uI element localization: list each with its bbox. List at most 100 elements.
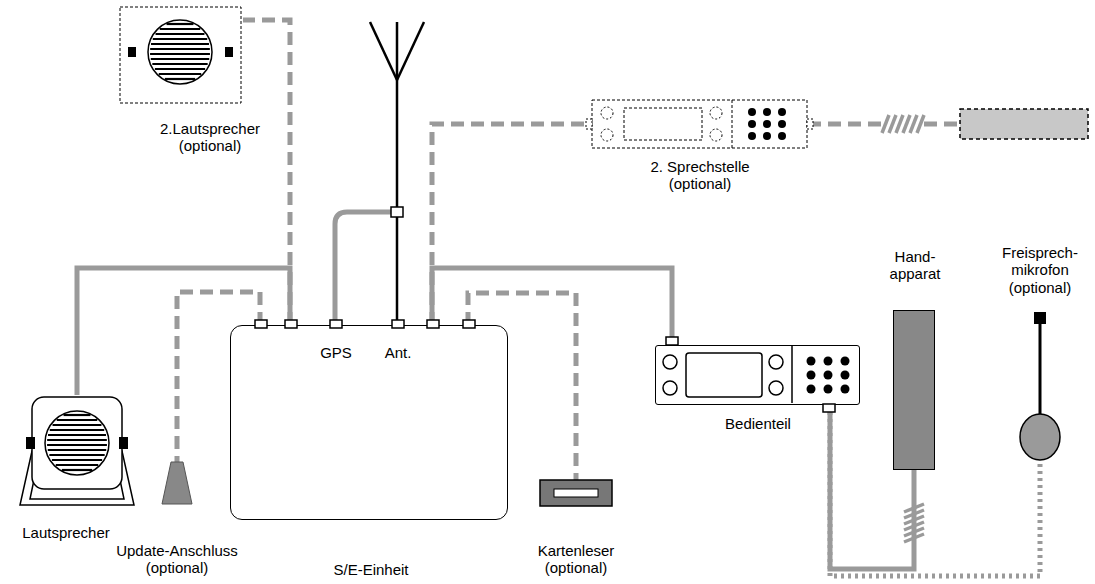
- port: [330, 320, 342, 328]
- speaker-grille: [57, 419, 97, 421]
- speaker-icon: 2.Lautsprecher (optional): [118, 5, 243, 105]
- update-port-icon: Update-Anschluss (optional): [162, 462, 192, 504]
- node-label: Hand- apparat: [879, 248, 951, 283]
- mount-tab: [26, 437, 35, 449]
- node-label: Lautsprecher: [10, 524, 122, 541]
- speaker-grille: [56, 464, 98, 466]
- knob: [769, 381, 783, 395]
- speaker-grille: [48, 449, 106, 451]
- cable-coil: [917, 115, 924, 133]
- key: [807, 385, 816, 394]
- speaker-grille: [153, 38, 207, 40]
- node-art: [18, 395, 136, 507]
- key: [824, 371, 833, 380]
- display: [624, 108, 702, 140]
- node-label: 2. Sprechstelle (optional): [636, 158, 764, 193]
- card-reader-icon: Kartenleser (optional): [540, 480, 612, 506]
- handset-cable: [808, 122, 882, 127]
- dashed-housing: [592, 100, 807, 148]
- cable-coil: [889, 115, 896, 133]
- speaker-grille: [156, 33, 205, 35]
- key: [807, 371, 816, 380]
- key: [748, 132, 756, 140]
- key: [778, 120, 786, 128]
- antenna-prong: [370, 22, 397, 80]
- speaker-grille: [64, 414, 91, 416]
- node-label: Freisprech- mikrofon (optional): [994, 244, 1086, 296]
- cable-coil: [910, 115, 917, 133]
- mount-tab: [128, 47, 136, 57]
- speaker-grille: [150, 48, 210, 50]
- port: [666, 337, 678, 345]
- antenna: [370, 22, 424, 322]
- plug: [586, 119, 592, 129]
- node-label: 2.Lautsprecher (optional): [148, 120, 273, 155]
- card-reader-body: [540, 480, 612, 506]
- key: [748, 120, 756, 128]
- mic-head: [1020, 414, 1060, 460]
- handset-cable: [924, 122, 960, 127]
- dashed-housing: [120, 7, 241, 103]
- gps-cable: [335, 212, 392, 322]
- key: [824, 357, 833, 366]
- port: [392, 320, 404, 328]
- key: [824, 385, 833, 394]
- divider: [791, 346, 793, 403]
- key: [841, 357, 850, 366]
- mic-clip: [1034, 312, 1046, 324]
- plug: [807, 119, 813, 129]
- speaker-grille: [47, 439, 107, 441]
- speaker-body: [32, 397, 122, 489]
- node-label: Kartenleser (optional): [524, 542, 628, 577]
- speaker-grille: [50, 429, 104, 431]
- mic-stem: [1039, 324, 1042, 415]
- speaker-grille: [151, 58, 209, 60]
- key: [748, 108, 756, 116]
- node-art: [592, 100, 807, 148]
- control-unit-box: Bedienteil: [655, 345, 860, 405]
- dotted-cable: [830, 405, 1040, 576]
- key: [763, 120, 771, 128]
- speaker-grille: [167, 23, 194, 25]
- node-label: Update-Anschluss (optional): [102, 542, 252, 577]
- knob: [663, 381, 677, 395]
- key: [778, 108, 786, 116]
- speaker-grille: [47, 444, 107, 446]
- antenna-junction: [391, 207, 403, 217]
- speaker-grille: [155, 68, 205, 70]
- speaker-grille: [150, 53, 210, 55]
- speaker-grille: [151, 43, 209, 45]
- port: [255, 320, 267, 328]
- key: [807, 357, 816, 366]
- node-art: [231, 326, 509, 521]
- control-unit-icon: 2. Sprechstelle (optional): [592, 100, 807, 148]
- antenna-mast: [396, 22, 399, 322]
- speaker-cone: [148, 20, 212, 84]
- cable-coil: [903, 115, 910, 133]
- node-label: GPS: [311, 344, 361, 361]
- speaker-icon: Lautsprecher: [18, 395, 136, 507]
- divider: [732, 100, 733, 148]
- handset-icon: Hand- apparat: [893, 310, 935, 470]
- speaker-grille: [49, 454, 104, 456]
- port: [463, 320, 475, 328]
- knob: [601, 129, 613, 141]
- card-slot: [554, 489, 598, 497]
- knob: [710, 107, 722, 119]
- key: [841, 385, 850, 394]
- speaker-grille: [52, 459, 102, 461]
- node-label: Ant.: [373, 344, 423, 361]
- knob: [601, 107, 613, 119]
- antenna-prong: [397, 22, 424, 80]
- node-art: [162, 462, 192, 504]
- key: [763, 108, 771, 116]
- second-handset: [960, 109, 1088, 139]
- node-art: [540, 480, 612, 506]
- speaker-grille: [159, 73, 201, 75]
- cable-coil: [882, 115, 889, 133]
- speaker-grille: [152, 63, 207, 65]
- mount-tab: [119, 437, 128, 449]
- node-art: [1015, 312, 1065, 462]
- key: [778, 132, 786, 140]
